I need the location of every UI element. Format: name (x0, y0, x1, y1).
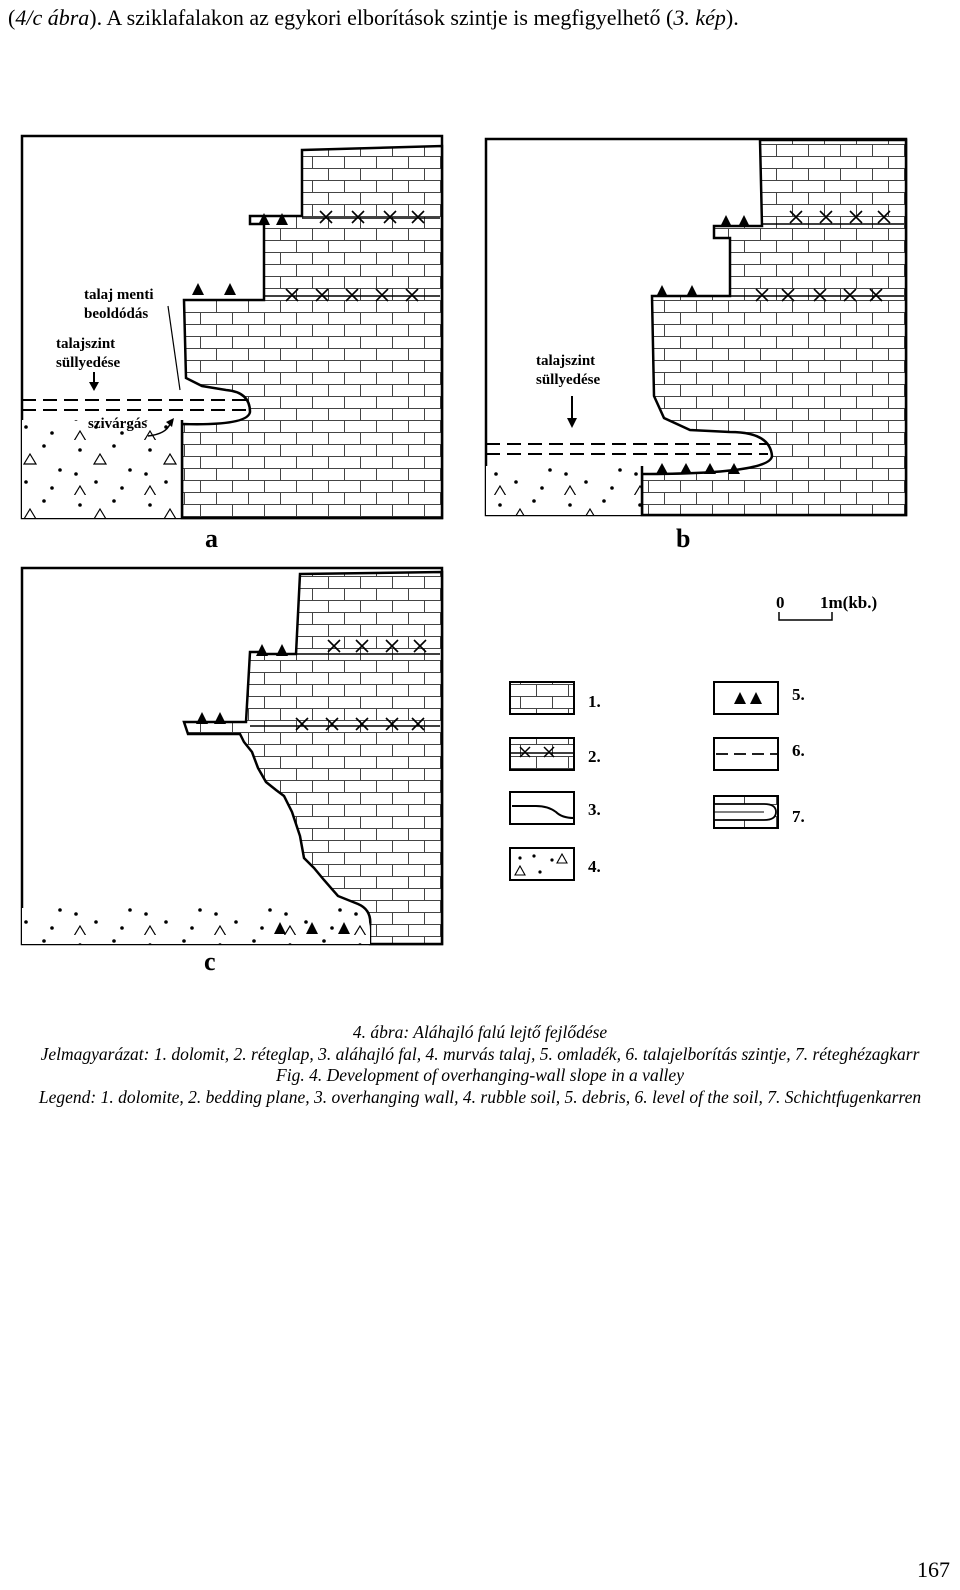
figure-caption: 4. ábra: Aláhajló falú lejtő fejlődése J… (0, 1022, 960, 1108)
annotation-soil-drop: süllyedése (56, 355, 121, 371)
panel-label-a: a (205, 524, 218, 553)
panel-label-b: b (676, 524, 690, 553)
annotation-soil-drop: talajszint (536, 353, 595, 369)
panel-label-c: c (204, 947, 216, 976)
caption-legend-hu: Jelmagyarázat: 1. dolomit, 2. réteglap, … (40, 1043, 920, 1064)
scale-bar: 0 1m(kb.) (776, 593, 877, 621)
caption-title-en: Fig. 4. Development of overhanging-wall … (276, 1065, 684, 1085)
annotation-dissolution: beoldódás (84, 306, 148, 322)
panel-b: talajszint süllyedése b (484, 137, 908, 553)
caption-title-hu: 4. ábra: Aláhajló falú lejtő fejlődése (352, 1022, 608, 1042)
legend: 1. 2. 3. 4. 5. (509, 681, 805, 881)
legend-label-7: 7. (792, 807, 805, 826)
panel-c: c (20, 566, 444, 976)
legend-label-4: 4. (588, 857, 601, 876)
figure-overhanging-wall: talaj menti beoldódás talajszint süllyed… (20, 134, 908, 976)
annotation-seepage: szivárgás (88, 416, 147, 432)
legend-dolomite-swatch (509, 681, 575, 715)
figure-reference: 4/c ábra (15, 5, 90, 30)
legend-label-2: 2. (588, 747, 601, 766)
legend-rubble-soil-swatch (509, 847, 575, 881)
legend-label-3: 3. (588, 800, 601, 819)
legend-label-1: 1. (588, 692, 601, 711)
annotation-soil-drop: talajszint (56, 336, 115, 352)
annotation-soil-drop: süllyedése (536, 372, 601, 388)
intro-text: ( (8, 5, 16, 30)
legend-karren-swatch (713, 795, 779, 829)
page-number: 167 (917, 1557, 950, 1582)
scale-zero: 0 (776, 593, 785, 612)
annotation-dissolution: talaj menti (84, 287, 154, 303)
legend-debris-swatch (713, 681, 779, 715)
scale-length: 1m(kb.) (820, 593, 877, 612)
intro-text: ). (725, 5, 739, 30)
panel-a: talaj menti beoldódás talajszint süllyed… (20, 134, 444, 553)
legend-label-5: 5. (792, 685, 805, 704)
legend-soil-level-swatch (713, 737, 779, 771)
photo-reference: 3. kép (673, 5, 726, 30)
legend-bedding-plane-swatch (509, 737, 575, 771)
caption-legend-en: Legend: 1. dolomite, 2. bedding plane, 3… (38, 1086, 922, 1107)
intro-paragraph: (4/c ábra). A sziklafalakon az egykori e… (8, 0, 952, 35)
intro-text: ). A sziklafalakon az egykori elborításo… (89, 5, 674, 30)
legend-label-6: 6. (792, 741, 805, 760)
legend-overhanging-wall-swatch (509, 791, 575, 825)
